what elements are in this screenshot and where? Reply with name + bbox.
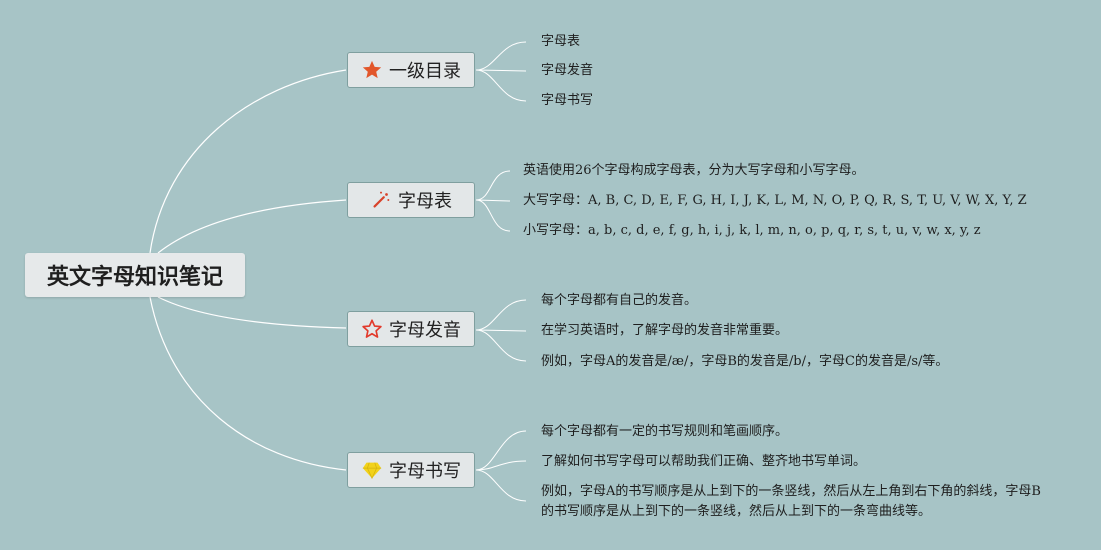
branch-4-3 [475, 469, 527, 502]
root-link-2 [157, 199, 347, 254]
leaf-item[interactable]: 例如，字母A的书写顺序是从上到下的一条竖线，然后从左上角到右下角的斜线，字母B的… [541, 484, 1041, 519]
leaf-item[interactable]: 例如，字母A的发音是/æ/，字母B的发音是/b/，字母C的发音是/s/等。 [541, 354, 949, 369]
magic-wand-icon [370, 189, 392, 211]
branch-1-2 [475, 69, 527, 72]
branch-3-2 [475, 329, 527, 332]
gem-icon [361, 459, 383, 481]
topic-label: 字母发音 [389, 320, 461, 341]
topic-pronunciation[interactable]: 字母发音 [347, 311, 475, 347]
leaf-item[interactable]: 每个字母都有一定的书写规则和笔画顺序。 [541, 424, 789, 439]
topic-label: 一级目录 [389, 61, 461, 82]
topic-label: 字母表 [398, 191, 452, 212]
branch-1-3 [475, 69, 527, 102]
leaf-item[interactable]: 英语使用26个字母构成字母表，分为大写字母和小写字母。 [523, 163, 865, 178]
leaf-item[interactable]: 字母表 [541, 34, 581, 49]
branch-2-1 [475, 170, 511, 201]
topic-writing[interactable]: 字母书写 [347, 452, 475, 488]
star-outline-icon [361, 318, 383, 340]
branch-1-1 [475, 41, 527, 71]
root-link-4 [149, 296, 347, 471]
leaf-item[interactable]: 字母书写 [541, 93, 594, 108]
root-link-1 [149, 69, 347, 254]
leaf-item[interactable]: 在学习英语时，了解字母的发音非常重要。 [541, 323, 789, 338]
root-link-3 [157, 296, 347, 329]
branch-4-1 [475, 430, 527, 471]
branch-2-2 [475, 199, 511, 202]
branch-3-3 [475, 329, 527, 362]
leaf-item[interactable]: 每个字母都有自己的发音。 [541, 293, 698, 308]
leaf-item[interactable]: 大写字母：A, B, C, D, E, F, G, H, I, J, K, L,… [523, 193, 1027, 208]
leaf-item[interactable]: 字母发音 [541, 63, 594, 78]
branch-3-1 [475, 299, 527, 331]
topic-label: 字母书写 [389, 461, 461, 482]
topic-table-of-contents[interactable]: 一级目录 [347, 52, 475, 88]
branch-4-2 [475, 460, 527, 471]
root-topic[interactable]: 英文字母知识笔记 [25, 253, 245, 297]
branch-2-3 [475, 199, 511, 232]
leaf-item[interactable]: 了解如何书写字母可以帮助我们正确、整齐地书写单词。 [541, 454, 867, 469]
leaf-item[interactable]: 小写字母：a, b, c, d, e, f, g, h, i, j, k, l,… [523, 223, 981, 238]
star-filled-icon [361, 59, 383, 81]
topic-alphabet[interactable]: 字母表 [347, 182, 475, 218]
